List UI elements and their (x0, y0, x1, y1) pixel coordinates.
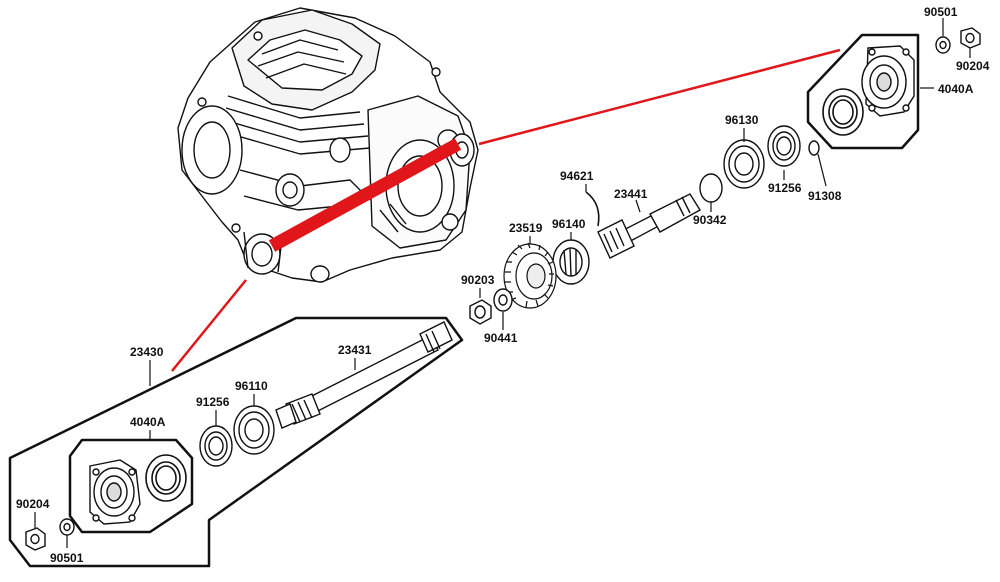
label-90501-top: 90501 (924, 5, 958, 19)
gear-23519 (503, 242, 557, 309)
washer-90501-left (59, 518, 75, 536)
bearing-96130 (723, 139, 765, 189)
seal-91256-right (767, 125, 801, 167)
label-23441: 23441 (614, 187, 648, 201)
label-90501-left: 90501 (50, 551, 84, 565)
shim-94621 (585, 191, 600, 227)
label-96110: 96110 (235, 379, 268, 393)
label-91256-right: 91256 (768, 181, 802, 195)
callout-line-rear (478, 48, 841, 146)
label-23430: 23430 (130, 345, 164, 359)
label-23519: 23519 (509, 221, 543, 235)
label-4040A-left: 4040A (130, 415, 166, 429)
bearing-96110 (233, 405, 275, 455)
leader-lines (34, 18, 971, 548)
label-90204-top: 90204 (956, 59, 990, 73)
label-23431: 23431 (338, 343, 372, 357)
engine-illustration (177, 7, 479, 283)
nut-90204-left (25, 527, 46, 551)
callout-line-front (171, 279, 247, 372)
label-96130: 96130 (725, 113, 759, 127)
label-91308: 91308 (808, 189, 842, 203)
shaft-23431 (275, 321, 453, 429)
label-96140: 96140 (552, 217, 586, 231)
ring-91308 (808, 140, 820, 156)
nut-90203 (469, 299, 492, 325)
label-90441: 90441 (484, 331, 518, 345)
rear-housing-outline (806, 33, 920, 150)
front-output-housing (89, 459, 141, 525)
bearing-96140 (552, 239, 590, 285)
label-90342: 90342 (693, 213, 727, 227)
output-shaft-highlight (268, 138, 462, 252)
front-housing-outline (68, 438, 194, 534)
part-labels: 90501 90204 4040A 96130 91256 91308 9462… (16, 5, 990, 565)
shaft-23441 (597, 193, 701, 259)
washer-90501-top (935, 36, 951, 54)
label-90203: 90203 (461, 273, 495, 287)
label-94621: 94621 (560, 169, 594, 183)
label-4040A-right: 4040A (938, 82, 974, 96)
label-91256-left: 91256 (196, 395, 230, 409)
rear-seal-ring (822, 88, 864, 136)
front-seal-ring (145, 454, 187, 502)
label-90204-left: 90204 (16, 497, 50, 511)
seal-91256-left (199, 425, 233, 467)
nut-90204-top (960, 27, 981, 49)
ring-90342 (699, 173, 723, 203)
front-assembly-outline (8, 316, 464, 568)
washer-90441 (493, 288, 513, 312)
rear-output-housing (861, 45, 915, 117)
